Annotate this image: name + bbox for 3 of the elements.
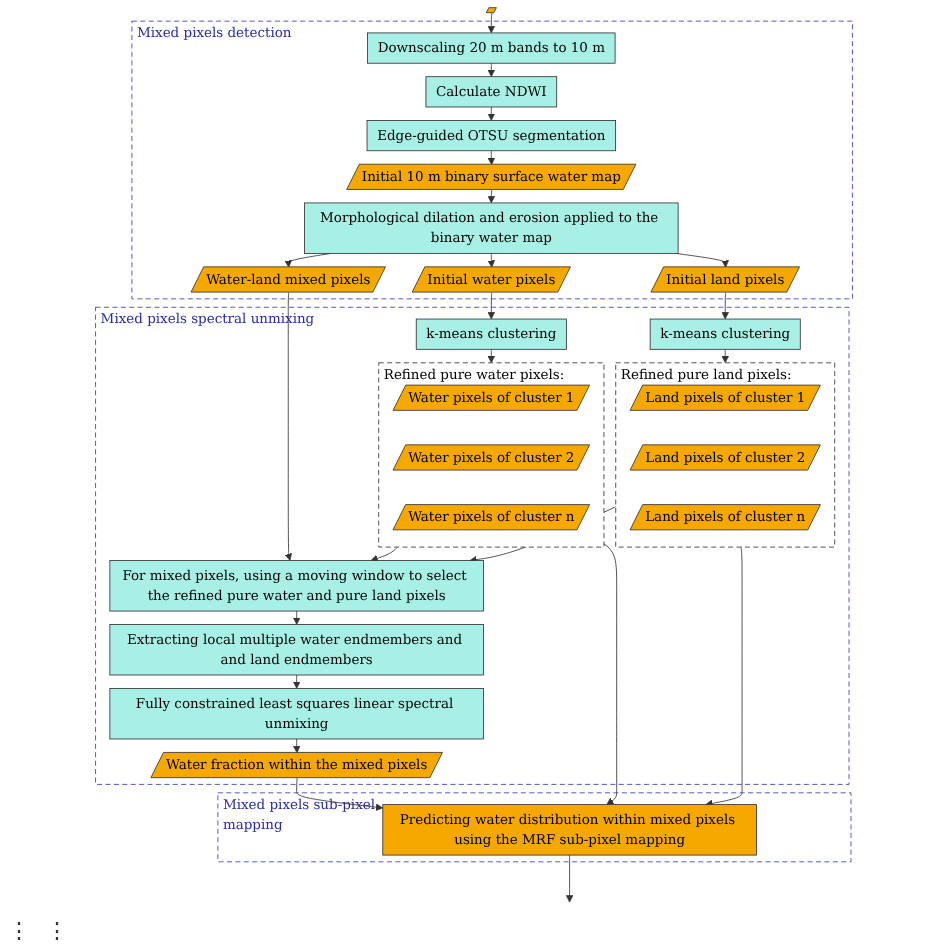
- ellipsis-label: ⋮: [46, 918, 68, 944]
- node-parallelogram: [485, 7, 497, 14]
- ellipsis-label: ⋮: [8, 918, 30, 944]
